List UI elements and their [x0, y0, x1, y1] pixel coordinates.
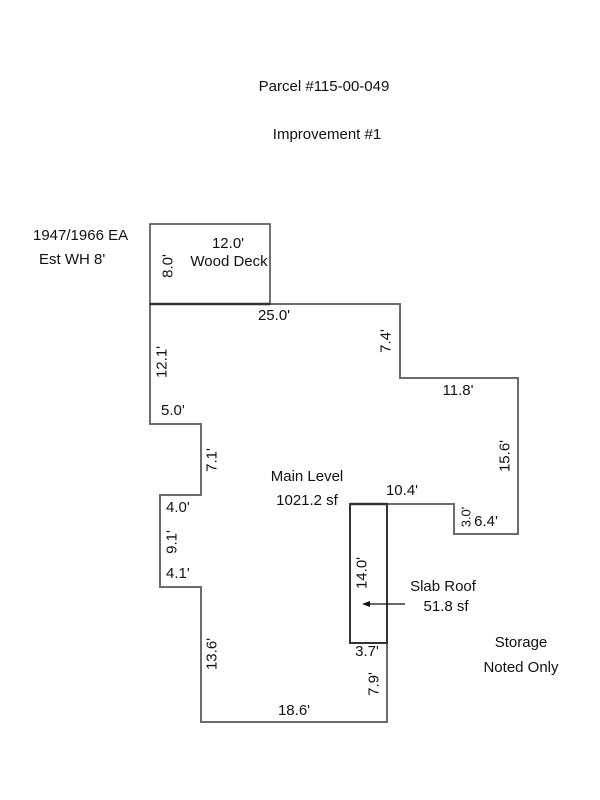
dim-inner-right-lower: 7.9': [365, 672, 383, 696]
main-level-area: 1021.2 sf: [276, 492, 338, 509]
dim-right-side: 15.6': [496, 439, 514, 473]
slab-roof-label: Slab Roof: [410, 578, 476, 595]
dim-left-step: 5.0': [161, 402, 185, 419]
deck-width-dim: 12.0': [211, 235, 245, 252]
dim-right-step-across: 11.8': [442, 382, 474, 399]
dim-left-upper: 12.1': [153, 345, 171, 379]
dim-notch-height: 3.0': [458, 506, 474, 528]
main-level-outline[interactable]: [149, 303, 519, 723]
main-level-label: Main Level: [270, 468, 344, 485]
dim-left-jog-side: 9.1': [163, 530, 181, 554]
dim-right-step-down: 7.4': [377, 329, 395, 353]
parcel-title: Parcel #115-00-049: [258, 78, 390, 95]
storage-label: Storage: [494, 634, 548, 651]
slab-roof-area: 51.8 sf: [423, 598, 469, 615]
wall-height-note: Est WH 8': [39, 251, 106, 268]
year-built-note: 1947/1966 EA: [33, 227, 129, 244]
wood-deck-label: Wood Deck: [190, 253, 268, 270]
improvement-title: Improvement #1: [272, 126, 382, 143]
dim-left-jog-top: 4.0': [166, 499, 190, 516]
dim-left-mid: 7.1': [203, 448, 221, 472]
storage-note: Noted Only: [483, 659, 559, 676]
dim-left-jog-bottom: 4.1': [166, 565, 190, 582]
slab-height-dim: 14.0': [353, 556, 371, 590]
dim-notch-width: 6.4': [474, 513, 498, 530]
dim-top: 25.0': [257, 307, 291, 324]
deck-depth-dim: 8.0': [159, 254, 177, 278]
dim-inner-top: 10.4': [385, 482, 419, 499]
slab-width-dim: 3.7': [355, 643, 379, 660]
arrow-head-icon: [362, 601, 370, 607]
dim-bottom: 18.6': [277, 702, 311, 719]
dim-left-lower: 13.6': [203, 637, 221, 671]
